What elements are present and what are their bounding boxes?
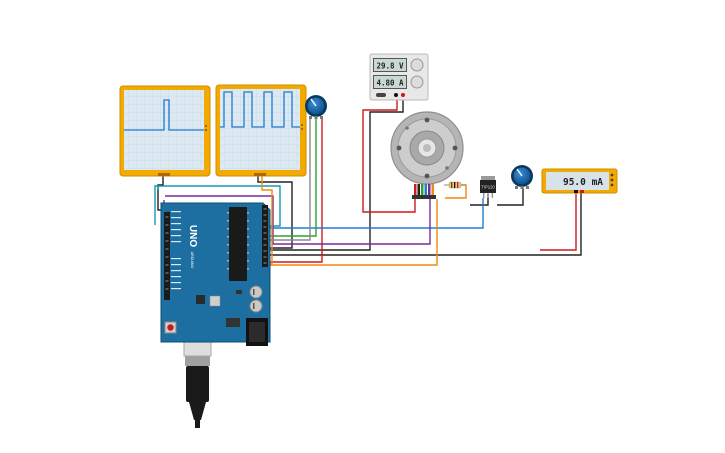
digital-header[interactable] (262, 205, 268, 267)
capacitor-2 (249, 299, 263, 313)
wire-black-psu[interactable] (268, 98, 404, 251)
wire-blue-encoder[interactable] (268, 198, 484, 229)
wire-black-scope1[interactable] (157, 176, 164, 211)
psu-voltage-readout: 29.8 V (376, 62, 404, 71)
resistor[interactable] (444, 181, 466, 189)
potentiometer-1[interactable] (305, 95, 327, 119)
oscilloscope-1[interactable] (119, 85, 211, 177)
wire-red-psu[interactable] (362, 98, 416, 213)
wire-red-knob1[interactable] (268, 118, 323, 263)
atmega-chip (229, 207, 247, 281)
psu-voltage-display (374, 59, 406, 71)
psu-current-readout: 4.80 A (376, 79, 404, 88)
wire-teal-scope[interactable] (157, 185, 281, 227)
wire-black-meter[interactable] (268, 193, 582, 256)
psu-current-knob[interactable] (410, 75, 424, 89)
arduino-model-label: UNO (187, 225, 198, 247)
arduino-uno[interactable]: UNO ARDUINO (160, 202, 271, 428)
tip120-transistor[interactable]: TIP120 (480, 176, 496, 198)
wire-purple[interactable] (165, 195, 431, 245)
tip120-label: TIP120 (481, 185, 495, 190)
multimeter-display (546, 172, 609, 190)
potentiometer-2[interactable] (511, 165, 533, 189)
psu-switch[interactable] (376, 93, 386, 97)
motor-leads (412, 184, 436, 199)
wire-green[interactable] (268, 118, 317, 237)
psu-voltage-knob[interactable] (410, 58, 424, 72)
oscilloscope-2[interactable] (215, 84, 307, 177)
wire-black-tip[interactable] (470, 194, 489, 206)
wire-teal-left[interactable] (154, 185, 160, 225)
oscilloscope-2-trace (220, 91, 300, 128)
usb-cable[interactable] (186, 366, 209, 402)
psu-current-display (374, 76, 406, 88)
arduino-brand-label: ARDUINO (190, 252, 194, 269)
multimeter-readout: 95.0 mA (563, 177, 603, 188)
multimeter[interactable]: 95.0 mA (541, 168, 618, 194)
wire-orange-scope[interactable] (261, 176, 273, 265)
usb-cable-plug[interactable] (185, 356, 210, 366)
wire-black-scope2[interactable] (257, 176, 293, 249)
wire-orange-encoder[interactable] (268, 199, 438, 266)
arduino-logo: UNO ARDUINO (187, 225, 198, 269)
wire-red-meter[interactable] (540, 193, 577, 251)
capacitor-1 (249, 285, 263, 299)
oscilloscope-1-trace (124, 99, 204, 131)
wire-gray[interactable] (268, 118, 311, 241)
dc-motor-encoder[interactable] (390, 111, 464, 199)
power-supply[interactable]: 29.8 V 4.80 A (369, 53, 429, 101)
wire-black-knob2[interactable] (497, 188, 524, 206)
